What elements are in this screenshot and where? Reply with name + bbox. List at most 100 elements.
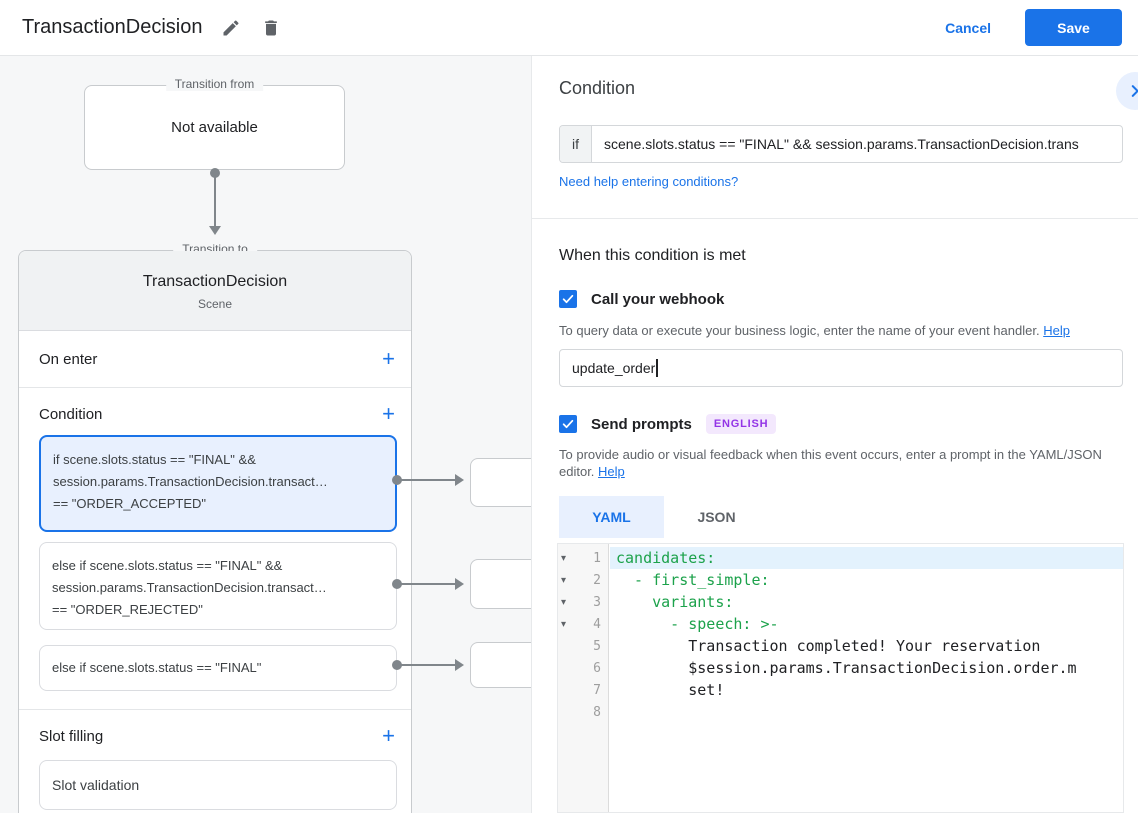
call-webhook-row: Call your webhook: [559, 290, 724, 308]
tab-json[interactable]: JSON: [697, 509, 736, 525]
line-number: 4: [593, 616, 601, 632]
connector-dot: [392, 660, 402, 670]
fold-toggle-icon[interactable]: ▾: [561, 574, 567, 586]
add-slot-button[interactable]: +: [382, 723, 395, 748]
editor-line: candidates:: [610, 547, 1123, 569]
condition-text-line: == "ORDER_ACCEPTED": [53, 496, 206, 511]
scene-canvas: Transition from Not available Transition…: [0, 56, 531, 813]
line-number: 7: [593, 682, 601, 698]
language-badge: ENGLISH: [705, 414, 777, 434]
webhook-helper-body: To query data or execute your business l…: [559, 323, 1040, 338]
editor-line: set!: [616, 681, 725, 699]
fold-toggle-icon[interactable]: ▾: [561, 596, 567, 608]
prompt-code-editor[interactable]: ▾ 1 ▾ 2 ▾ 3 ▾ 4 5 6 7 8 candidates: - first_…: [557, 543, 1124, 813]
editor-line: $session.params.TransactionDecision.orde…: [616, 659, 1077, 677]
editor-code-area[interactable]: candidates: - first_simple: variants: - …: [610, 547, 1123, 723]
connector-line: [214, 174, 216, 228]
top-bar: TransactionDecision Cancel Save: [0, 0, 1138, 56]
condition-expression-field: if scene.slots.status == "FINAL" && sess…: [559, 125, 1123, 163]
condition-item-accepted[interactable]: if scene.slots.status == "FINAL" && sess…: [39, 435, 397, 532]
panel-title: Condition: [559, 78, 636, 98]
collapse-panel-button[interactable]: [1116, 72, 1138, 110]
editor-line: - first_simple:: [616, 571, 770, 589]
connector-line: [400, 583, 456, 585]
on-enter-label: On enter: [39, 350, 98, 368]
fold-toggle-icon[interactable]: ▾: [561, 552, 567, 564]
condition-expression-input[interactable]: scene.slots.status == "FINAL" && session…: [604, 136, 1079, 152]
call-webhook-checkbox[interactable]: [559, 290, 577, 308]
check-icon: [561, 292, 575, 306]
condition-help-link[interactable]: Need help entering conditions?: [559, 174, 739, 189]
add-on-enter-button[interactable]: +: [382, 346, 395, 371]
condition-text-line: else if scene.slots.status == "FINAL": [52, 660, 262, 675]
webhook-helper-text: To query data or execute your business l…: [559, 322, 1070, 339]
transition-target-box[interactable]: [470, 559, 531, 609]
line-number: 5: [593, 638, 601, 654]
arrow-down-icon: [209, 226, 221, 235]
panel-divider: [532, 218, 1138, 219]
slot-validation-label: Slot validation: [52, 777, 140, 793]
line-number: 8: [593, 704, 601, 720]
edit-icon[interactable]: [220, 17, 242, 39]
check-icon: [561, 417, 575, 431]
event-handler-value: update_order: [572, 360, 656, 376]
add-condition-button[interactable]: +: [382, 401, 395, 426]
connector-line: [400, 664, 456, 666]
send-prompts-label: Send prompts: [591, 415, 692, 433]
when-condition-met-heading: When this condition is met: [559, 247, 746, 264]
slot-filling-section-header: Slot filling +: [19, 712, 411, 760]
delete-icon[interactable]: [260, 17, 282, 39]
condition-text-line: == "ORDER_REJECTED": [52, 602, 203, 617]
transition-target-box[interactable]: [470, 458, 531, 507]
scene-name: TransactionDecision: [142, 273, 288, 290]
scene-card-header: TransactionDecision Scene: [19, 251, 411, 331]
prompts-helper-body: To provide audio or visual feedback when…: [559, 447, 1102, 479]
connector-dot: [392, 475, 402, 485]
editor-format-tabs: YAML JSON: [559, 496, 769, 538]
transition-from-legend: Transition from: [165, 77, 264, 91]
send-prompts-row: Send prompts ENGLISH: [559, 414, 777, 434]
scene-type: Scene: [197, 297, 233, 311]
prompts-help-link[interactable]: Help: [598, 464, 625, 479]
transition-from-content: Not available: [171, 119, 258, 136]
prompts-helper-text: To provide audio or visual feedback when…: [559, 446, 1111, 480]
line-number: 1: [593, 550, 601, 566]
tab-yaml[interactable]: YAML: [559, 496, 664, 538]
arrow-right-icon: [455, 659, 464, 671]
call-webhook-label: Call your webhook: [591, 290, 725, 308]
chevron-right-icon: [1126, 82, 1138, 100]
condition-text-line: session.params.TransactionDecision.trans…: [53, 474, 328, 489]
connector-dot: [210, 168, 220, 178]
condition-prefix: if: [560, 126, 592, 162]
line-number: 2: [593, 572, 601, 588]
condition-text-line: session.params.TransactionDecision.trans…: [52, 580, 327, 595]
fold-toggle-icon[interactable]: ▾: [561, 618, 567, 630]
editor-line: variants:: [616, 593, 734, 611]
editor-gutter: ▾ 1 ▾ 2 ▾ 3 ▾ 4 5 6 7 8: [558, 544, 609, 812]
editor-line: - speech: >-: [616, 615, 779, 633]
transition-to-card: Transition to TransactionDecision Scene …: [18, 242, 412, 813]
transition-target-box[interactable]: [470, 642, 531, 688]
editor-line: [610, 701, 1123, 723]
event-handler-input[interactable]: update_order: [559, 349, 1123, 387]
line-number: 6: [593, 660, 601, 676]
arrow-right-icon: [455, 578, 464, 590]
save-button[interactable]: Save: [1025, 9, 1122, 46]
condition-text-line: else if scene.slots.status == "FINAL" &&: [52, 558, 283, 573]
condition-item-rejected[interactable]: else if scene.slots.status == "FINAL" &&…: [39, 542, 397, 630]
webhook-help-link[interactable]: Help: [1043, 323, 1070, 338]
slot-validation-item[interactable]: Slot validation: [39, 760, 397, 810]
send-prompts-checkbox[interactable]: [559, 415, 577, 433]
transition-from-box: Transition from Not available: [84, 77, 345, 170]
condition-section-label: Condition: [39, 405, 103, 423]
line-number: 3: [593, 594, 601, 610]
connector-dot: [392, 579, 402, 589]
page-title: TransactionDecision: [22, 16, 203, 38]
text-cursor: [656, 359, 658, 377]
cancel-button[interactable]: Cancel: [945, 19, 991, 36]
topbar-actions: Cancel Save: [945, 9, 1138, 46]
editor-line: Transaction completed! Your reservation: [616, 637, 1041, 655]
condition-detail-panel: Condition if scene.slots.status == "FINA…: [531, 56, 1138, 813]
condition-text-line: if scene.slots.status == "FINAL" &&: [53, 452, 256, 467]
condition-item-final[interactable]: else if scene.slots.status == "FINAL": [39, 645, 397, 691]
